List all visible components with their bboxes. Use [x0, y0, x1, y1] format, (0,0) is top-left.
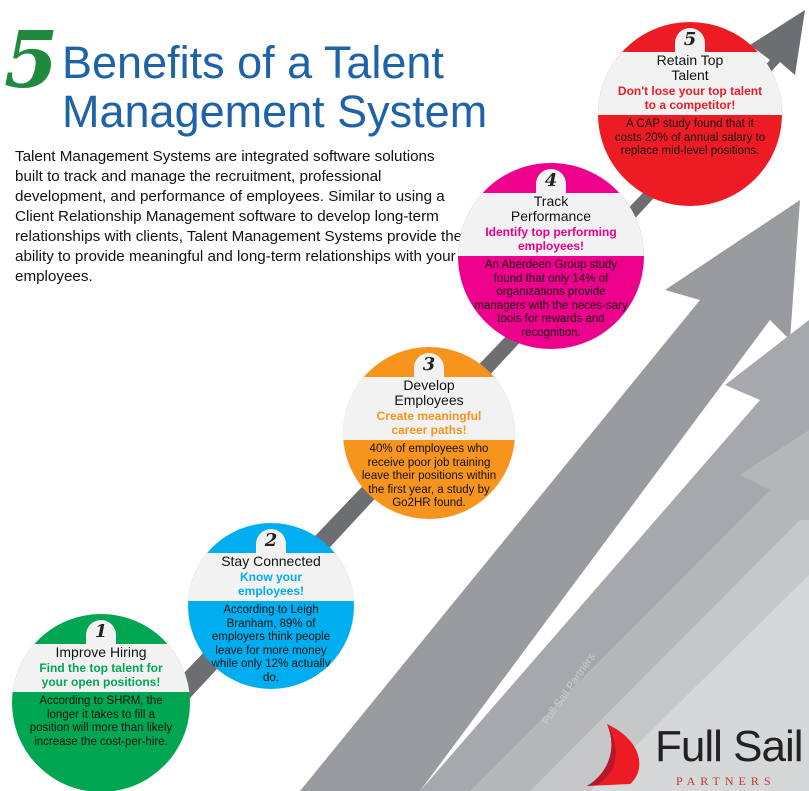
header-band: Retain Top Talent Don't lose your top ta… — [598, 52, 782, 115]
benefit-body: According to SHRM, the longer it takes t… — [29, 695, 173, 748]
benefit-heading: Develop Employees — [394, 377, 464, 408]
title-number: 5 — [4, 15, 59, 106]
benefit-circle-1: 1 Improve Hiring Find the top talent for… — [12, 614, 190, 791]
benefit-number: 4 — [544, 170, 558, 191]
benefit-heading: Retain Top Talent — [656, 52, 724, 83]
benefit-body: According to Leigh Branham, 89% of emplo… — [211, 604, 331, 684]
benefit-body: An Aberdeen Group study found that only … — [474, 259, 628, 339]
benefit-circle-3: 3 Develop Employees Create meaningful ca… — [343, 347, 515, 519]
benefit-tagline: Find the top talent for your open positi… — [39, 661, 163, 689]
benefit-number: 2 — [264, 530, 278, 551]
logo-sub: PARTNERS — [676, 774, 776, 788]
benefit-body: A CAP study found that it costs 20% of a… — [614, 118, 766, 157]
page-title-line2: Management System — [62, 86, 488, 137]
benefit-tagline: Don't lose your top talent to a competit… — [617, 84, 763, 112]
header-band: Stay Connected Know your employees! — [188, 553, 354, 601]
benefit-circle-5: 5 Retain Top Talent Don't lose your top … — [598, 22, 782, 206]
sail-logo-icon — [587, 724, 640, 786]
benefit-circle-2: 2 Stay Connected Know your employees! Ac… — [188, 523, 354, 689]
benefit-number: 1 — [94, 621, 108, 642]
benefit-circle-4: 4 Track Performance Identify top perform… — [458, 163, 644, 349]
benefit-number: 5 — [683, 29, 697, 50]
benefit-heading: Stay Connected — [221, 553, 321, 569]
number-badge: 1 — [86, 620, 116, 644]
header-band: Improve Hiring Find the top talent for y… — [12, 644, 190, 692]
benefit-number: 3 — [422, 354, 436, 375]
page-title-line1: Benefits of a Talent — [62, 37, 444, 88]
header-band: Track Performance Identify top performin… — [458, 193, 644, 256]
grey-arrow-5 — [590, 575, 809, 791]
number-badge: 4 — [536, 169, 566, 193]
benefit-heading: Improve Hiring — [55, 644, 147, 660]
benefit-body: 40% of employees who receive poor job tr… — [361, 443, 497, 509]
number-badge: 2 — [256, 529, 286, 553]
intro-paragraph: Talent Management Systems are integrated… — [15, 148, 463, 285]
benefit-tagline: Identify top performing employees! — [485, 225, 617, 253]
grey-arrow-1 — [300, 200, 800, 791]
benefit-heading: Track Performance — [510, 193, 592, 224]
header-band: Develop Employees Create meaningful care… — [343, 377, 515, 440]
logo-name: Full Sail — [655, 722, 803, 771]
benefit-tagline: Create meaningful career paths! — [376, 409, 482, 437]
benefit-tagline: Know your employees! — [237, 570, 305, 598]
number-badge: 5 — [675, 28, 705, 52]
number-badge: 3 — [414, 353, 444, 377]
